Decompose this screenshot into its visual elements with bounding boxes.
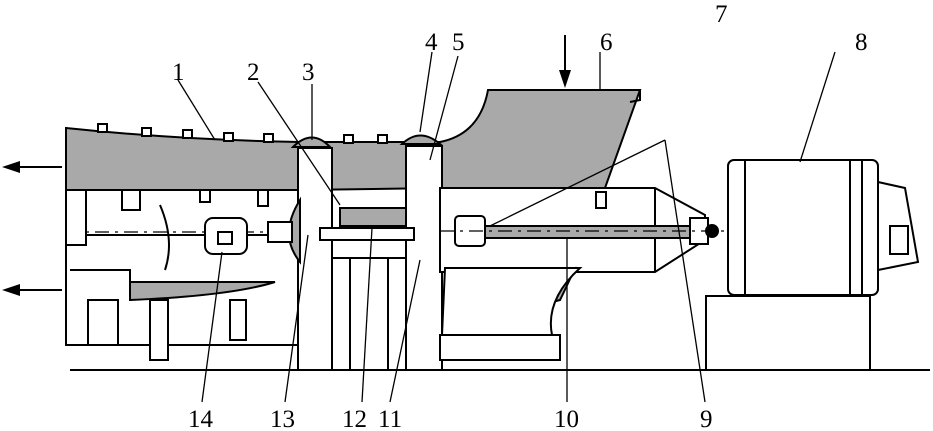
- label-4: 4: [425, 29, 438, 56]
- generator-base: [705, 295, 871, 371]
- rotor-hub: [319, 227, 415, 241]
- stage-cap-4: [399, 134, 443, 145]
- inlet-arrow-down: [559, 35, 571, 88]
- housing-bolt: [595, 191, 607, 209]
- label-2: 2: [247, 59, 260, 86]
- lower-support: [129, 281, 276, 302]
- inlet-hood-lip: [628, 89, 641, 103]
- label-7: 7: [715, 1, 728, 28]
- left-internals: [65, 189, 269, 361]
- stage-cap-3: [290, 136, 333, 148]
- label-9: 9: [700, 406, 713, 431]
- label-13: 13: [270, 406, 295, 431]
- label-12: 12: [342, 406, 367, 431]
- generator-body: [727, 159, 879, 296]
- drive-shaft: [479, 225, 691, 239]
- support-base: [439, 334, 561, 361]
- label-8: 8: [855, 29, 868, 56]
- label-3: 3: [302, 59, 315, 86]
- fuel-nozzle: [204, 217, 248, 255]
- combustor-plug: [267, 221, 293, 243]
- fuel-nozzle-core: [217, 231, 233, 245]
- generator-terminal: [889, 225, 909, 255]
- label-14: 14: [188, 406, 214, 431]
- label-11: 11: [378, 406, 402, 431]
- label-5: 5: [452, 29, 465, 56]
- flow-arrow-left-upper: [2, 161, 62, 173]
- flow-arrow-left-lower: [2, 284, 62, 296]
- rotor-core: [339, 207, 407, 227]
- casing-bolts: [97, 123, 388, 144]
- label-6: 6: [600, 29, 613, 56]
- leader-lines: [177, 51, 836, 403]
- label-1: 1: [172, 59, 185, 86]
- label-10: 10: [554, 406, 579, 431]
- support-stand: [440, 267, 583, 336]
